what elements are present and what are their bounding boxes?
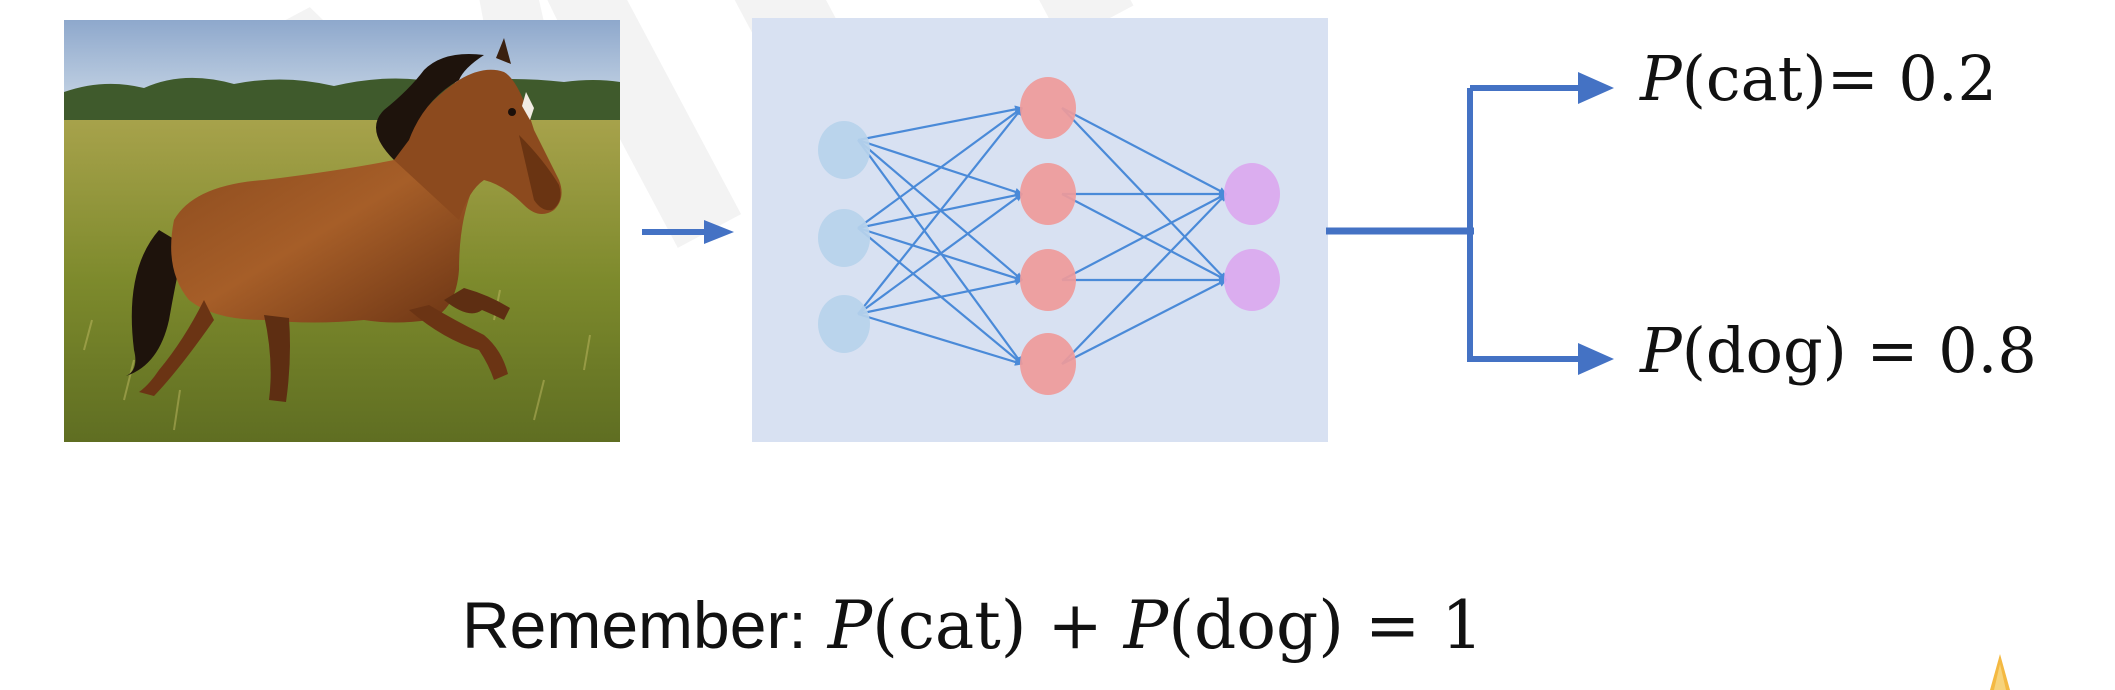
- edge-input-1-to-hidden-4: [857, 139, 1023, 365]
- arrowhead-cat: [1578, 72, 1614, 104]
- edge-input-2-to-hidden-1: [857, 107, 1023, 229]
- output-branch-arrows: [1326, 72, 1614, 375]
- prob-cat-output: P(cat)= 0.2: [1640, 42, 1998, 115]
- output-node-2: [1224, 249, 1280, 311]
- remember-total: 1: [1441, 587, 1484, 664]
- prob-dog-label: dog: [1705, 314, 1823, 387]
- edge-input-3-to-hidden-3: [857, 277, 1023, 316]
- remember-label: Remember:: [462, 588, 807, 662]
- remember-fn-1: P: [827, 587, 873, 664]
- input-node-1: [818, 121, 870, 179]
- remember-fn-2: P: [1123, 587, 1169, 664]
- prob-cat-label: cat: [1705, 42, 1803, 115]
- prob-dog-eq: =: [1866, 314, 1919, 387]
- input-arrow: [642, 220, 734, 244]
- edge-input-3-to-hidden-2: [857, 193, 1023, 315]
- remember-plus: +: [1047, 587, 1103, 664]
- prob-cat-fn: P: [1640, 42, 1682, 115]
- corner-logo-icon: [1990, 654, 2010, 690]
- prob-cat-eq: =: [1826, 42, 1879, 115]
- prob-dog-output: P(dog) = 0.8: [1640, 314, 2037, 387]
- edge-hidden-1-to-output-1: [1061, 107, 1227, 195]
- remember-equation: Remember: P(cat) + P(dog) = 1: [462, 587, 1484, 664]
- prob-cat-value: 0.2: [1898, 42, 1998, 115]
- hidden-node-4: [1020, 333, 1076, 395]
- horse-photo: [64, 20, 620, 442]
- input-node-3: [818, 295, 870, 353]
- prob-dog-fn: P: [1640, 314, 1682, 387]
- neural-network-panel: [752, 18, 1328, 442]
- remember-label-cat: cat: [897, 587, 1001, 664]
- hidden-node-3: [1020, 249, 1076, 311]
- hidden-node-2: [1020, 163, 1076, 225]
- remember-eq: =: [1364, 587, 1421, 664]
- prob-dog-value: 0.8: [1938, 314, 2037, 387]
- edge-hidden-4-to-output-2: [1061, 279, 1227, 365]
- input-node-2: [818, 209, 870, 267]
- edge-hidden-4-to-output-1: [1061, 193, 1227, 365]
- edge-input-3-to-hidden-1: [857, 107, 1023, 315]
- remember-label-dog: dog: [1193, 587, 1319, 664]
- edge-hidden-3-to-output-1: [1061, 193, 1227, 281]
- edge-input-1-to-hidden-1: [857, 105, 1023, 142]
- output-node-1: [1224, 163, 1280, 225]
- hidden-node-1: [1020, 77, 1076, 139]
- neural-network-diagram: [818, 77, 1280, 395]
- edge-input-3-to-hidden-4: [857, 312, 1023, 366]
- arrowhead-dog: [1578, 343, 1614, 375]
